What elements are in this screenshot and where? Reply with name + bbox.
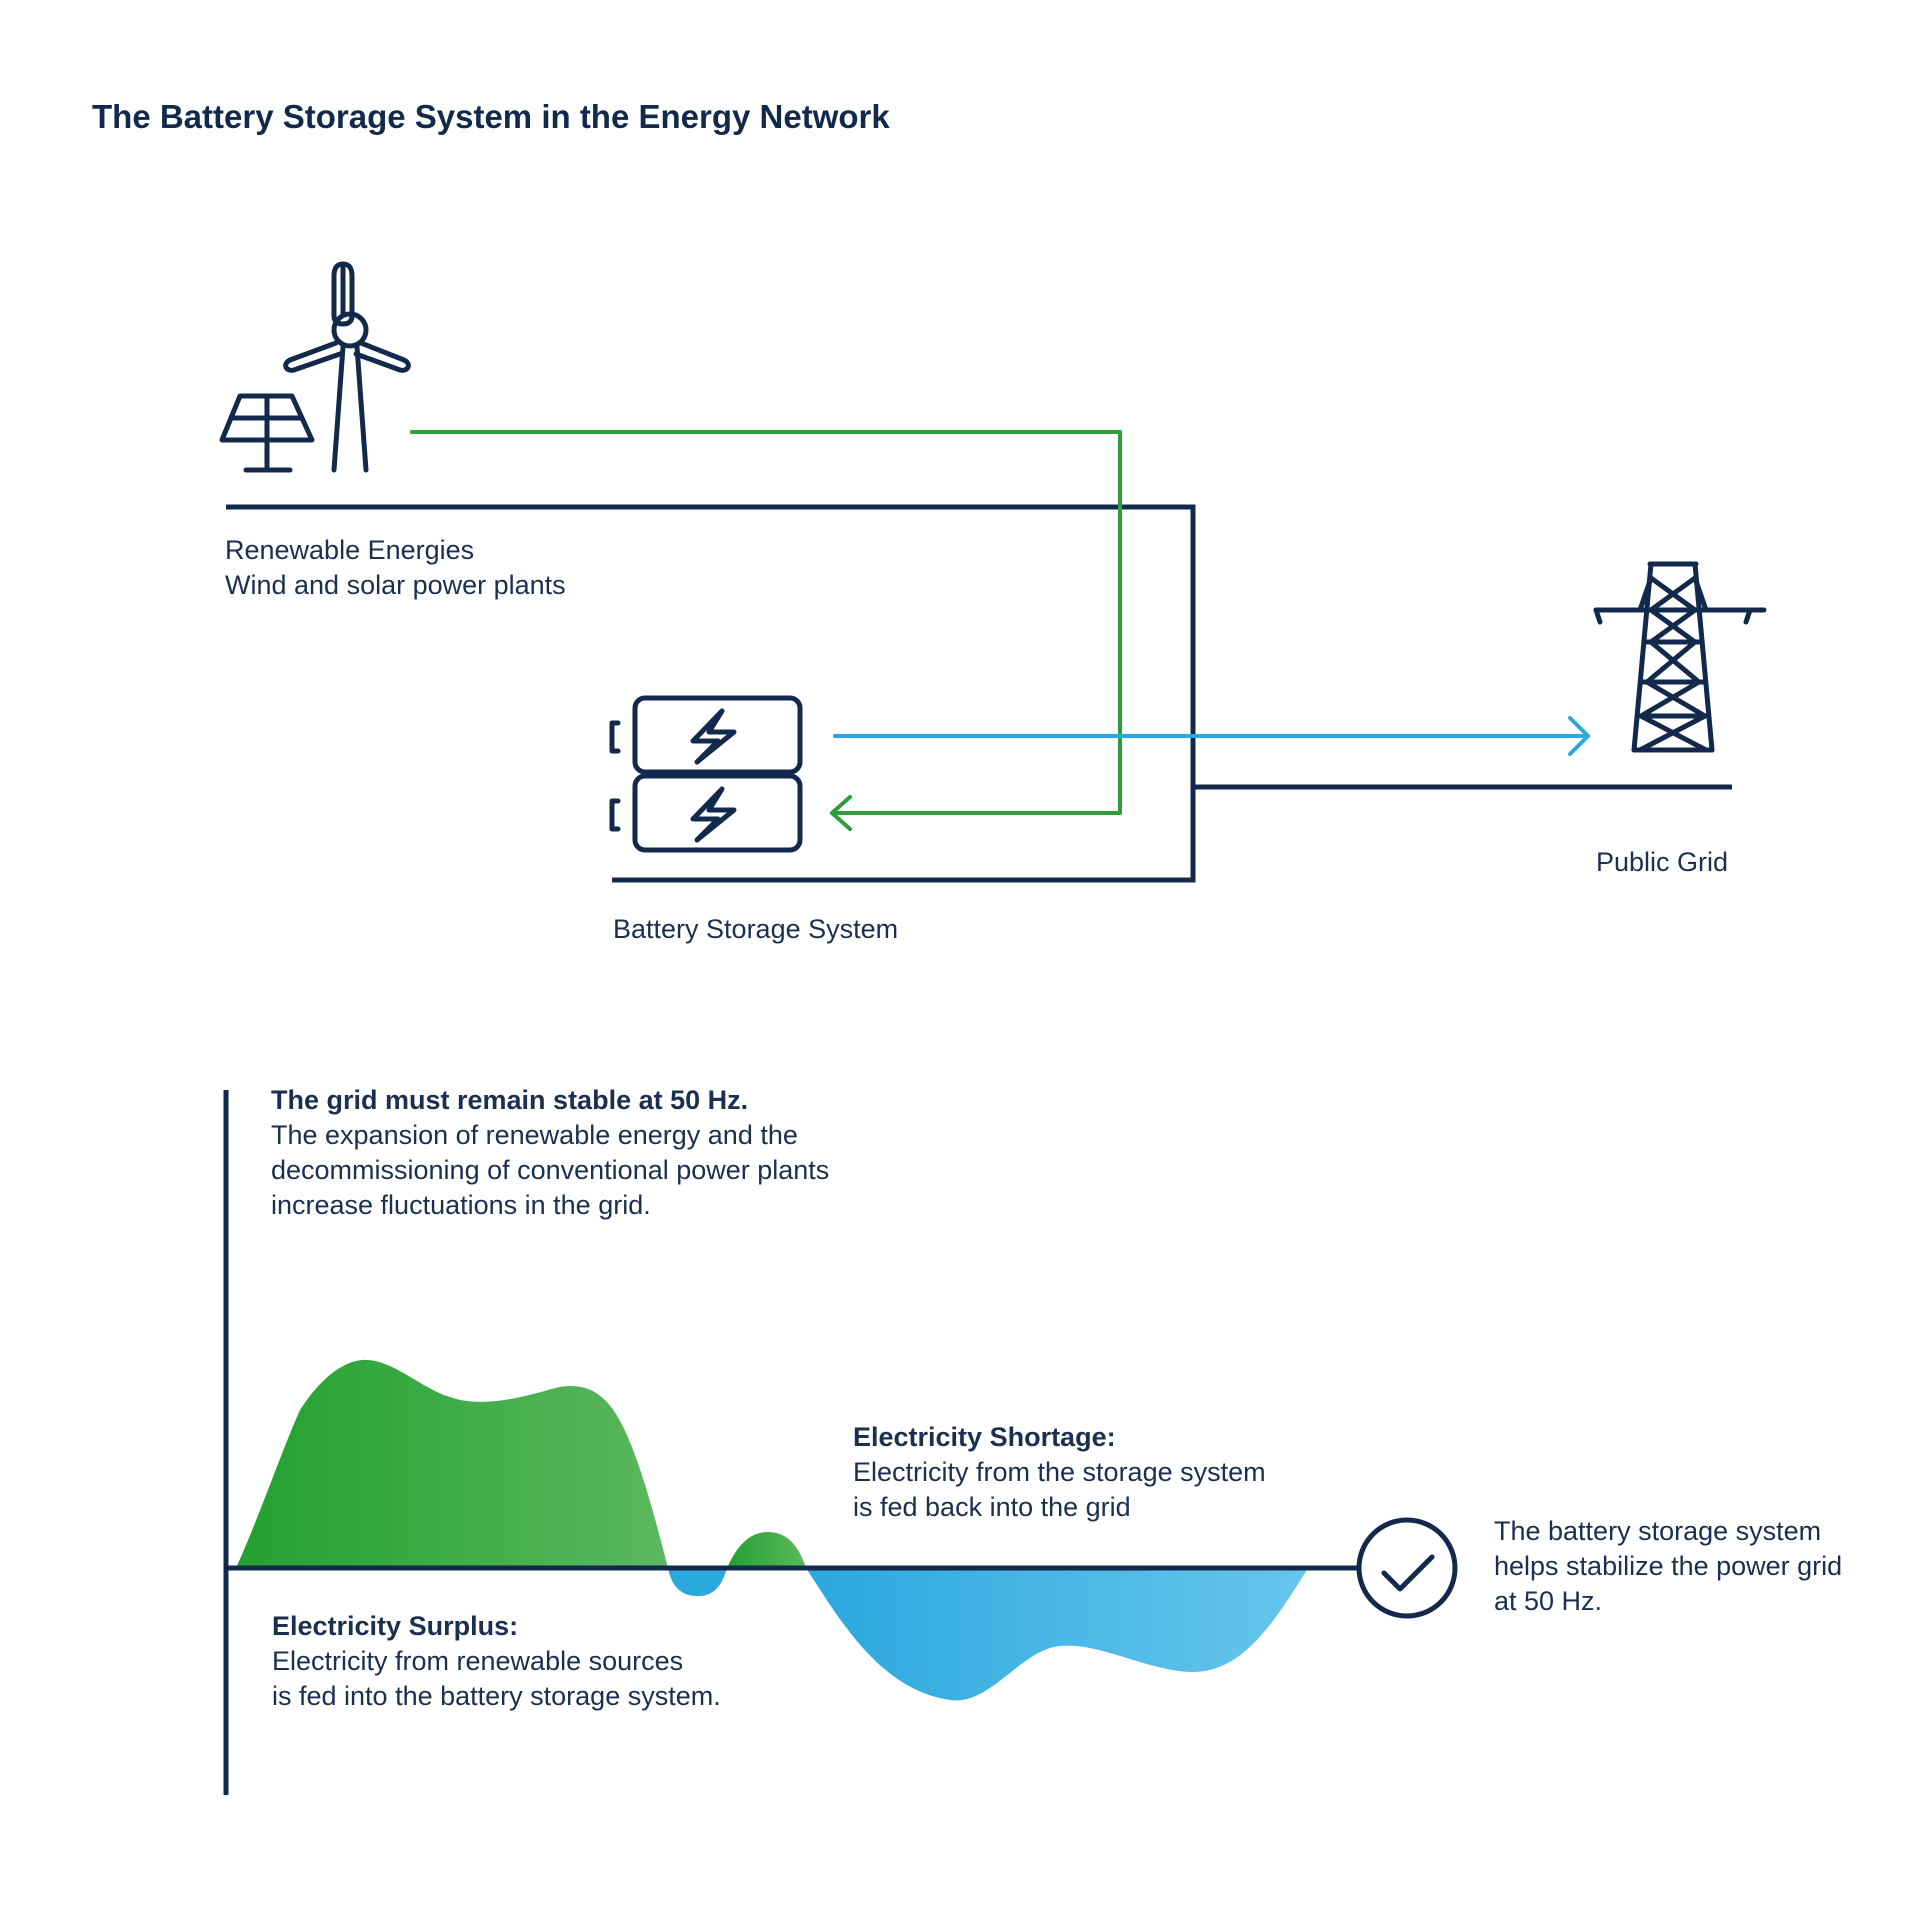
lightning-bolt-icon bbox=[690, 708, 737, 843]
page-title: The Battery Storage System in the Energy… bbox=[92, 98, 890, 135]
shortage-area bbox=[806, 1568, 1308, 1701]
shortage-area-small bbox=[668, 1568, 727, 1597]
intro-line: increase fluctuations in the grid. bbox=[271, 1190, 651, 1220]
network-lines bbox=[226, 504, 1732, 883]
surplus-heading: Electricity Surplus: bbox=[272, 1611, 519, 1641]
renewables-to-battery-arrow bbox=[410, 430, 1122, 831]
intro-line: The expansion of renewable energy and th… bbox=[271, 1120, 798, 1150]
intro-heading: The grid must remain stable at 50 Hz. bbox=[271, 1085, 749, 1115]
battery-label: Battery Storage System bbox=[613, 914, 899, 944]
grid-label: Public Grid bbox=[1596, 847, 1729, 877]
result-line: The battery storage system bbox=[1494, 1516, 1822, 1546]
shortage-text: Electricity Shortage: Electricity from t… bbox=[853, 1420, 1266, 1525]
battery-to-grid-arrow bbox=[833, 716, 1590, 756]
surplus-line: is fed into the battery storage system. bbox=[272, 1681, 721, 1711]
result-text: The battery storage system helps stabili… bbox=[1494, 1514, 1842, 1619]
surplus-text: Electricity Surplus: Electricity from re… bbox=[272, 1609, 721, 1714]
surplus-line: Electricity from renewable sources bbox=[272, 1646, 684, 1676]
result-line: at 50 Hz. bbox=[1494, 1586, 1603, 1616]
shortage-line: Electricity from the storage system bbox=[853, 1457, 1266, 1487]
renewables-label-line1: Renewable Energies bbox=[225, 535, 475, 565]
shortage-heading: Electricity Shortage: bbox=[853, 1422, 1116, 1452]
solar-panel-icon bbox=[219, 393, 315, 473]
renewables-label-line2: Wind and solar power plants bbox=[225, 570, 566, 600]
check-circle-icon bbox=[1356, 1517, 1458, 1619]
shortage-line: is fed back into the grid bbox=[853, 1492, 1131, 1522]
power-pylon-icon bbox=[1593, 561, 1767, 753]
intro-text: The grid must remain stable at 50 Hz. Th… bbox=[271, 1083, 829, 1223]
renewables-label: Renewable Energies Wind and solar power … bbox=[225, 533, 566, 603]
result-line: helps stabilize the power grid bbox=[1494, 1551, 1843, 1581]
surplus-area bbox=[236, 1359, 668, 1568]
surplus-area-small bbox=[727, 1532, 806, 1568]
wind-turbine-icon bbox=[283, 261, 411, 473]
intro-line: decommissioning of conventional power pl… bbox=[271, 1155, 830, 1185]
renewables-baseline bbox=[226, 504, 1196, 883]
battery-icon bbox=[609, 695, 803, 853]
